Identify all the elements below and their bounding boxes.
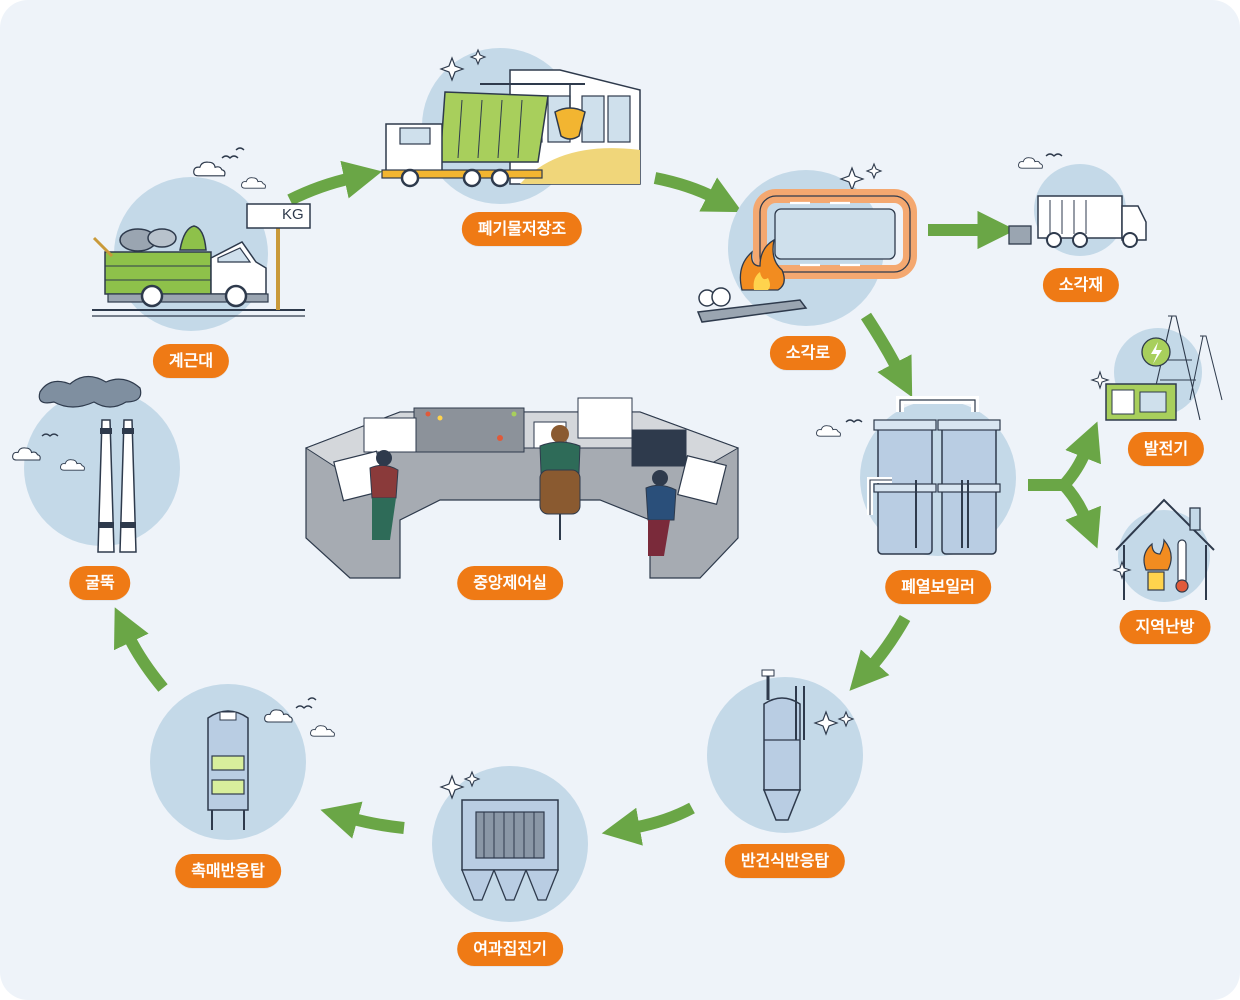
label-control-room: 중앙제어실 (457, 566, 563, 600)
control-room-illustration (304, 397, 740, 579)
label-stack: 굴뚝 (69, 566, 131, 600)
label-generator: 발전기 (1127, 432, 1205, 466)
arrow-boiler-split (1028, 421, 1101, 549)
generator-illustration (1090, 315, 1223, 421)
bag-filter-illustration (432, 766, 588, 922)
label-catalytic-reactor: 촉매반응탑 (175, 854, 281, 888)
incinerator-illustration (696, 162, 917, 326)
label-waste-pit: 폐기물저장조 (461, 212, 583, 246)
arrow-pit-to-incinerator (653, 172, 743, 213)
flow-arrows (114, 160, 1016, 846)
label-bag-filter: 여과집진기 (457, 932, 563, 966)
district-heating-illustration (1112, 498, 1215, 602)
label-district-heating: 지역난방 (1119, 610, 1211, 644)
weigh-sign-text: KG (282, 206, 304, 223)
label-ash: 소각재 (1042, 268, 1120, 302)
arrow-catalytic-to-stack (114, 607, 168, 692)
label-incinerator: 소각로 (769, 336, 847, 370)
weighbridge-illustration (92, 147, 311, 331)
arrow-incinerator-to-boiler (860, 312, 913, 398)
arrow-filter-to-catalytic (320, 801, 405, 839)
catalytic-reactor-illustration (150, 684, 335, 840)
arrow-reactor-to-filter (601, 802, 695, 846)
stack-illustration (12, 375, 180, 553)
waste-pit-illustration (381, 48, 641, 204)
boiler-illustration (816, 396, 1016, 556)
arrow-weighbridge-to-pit (287, 160, 383, 206)
label-waste-heat-boiler: 폐열보일러 (885, 570, 991, 604)
semi-dry-reactor-illustration (707, 669, 863, 833)
label-semi-dry-reactor: 반건식반응탑 (724, 844, 846, 878)
label-weighbridge: 계근대 (152, 344, 230, 378)
arrow-boiler-to-reactor (849, 615, 911, 691)
ash-truck-illustration (1008, 153, 1147, 256)
